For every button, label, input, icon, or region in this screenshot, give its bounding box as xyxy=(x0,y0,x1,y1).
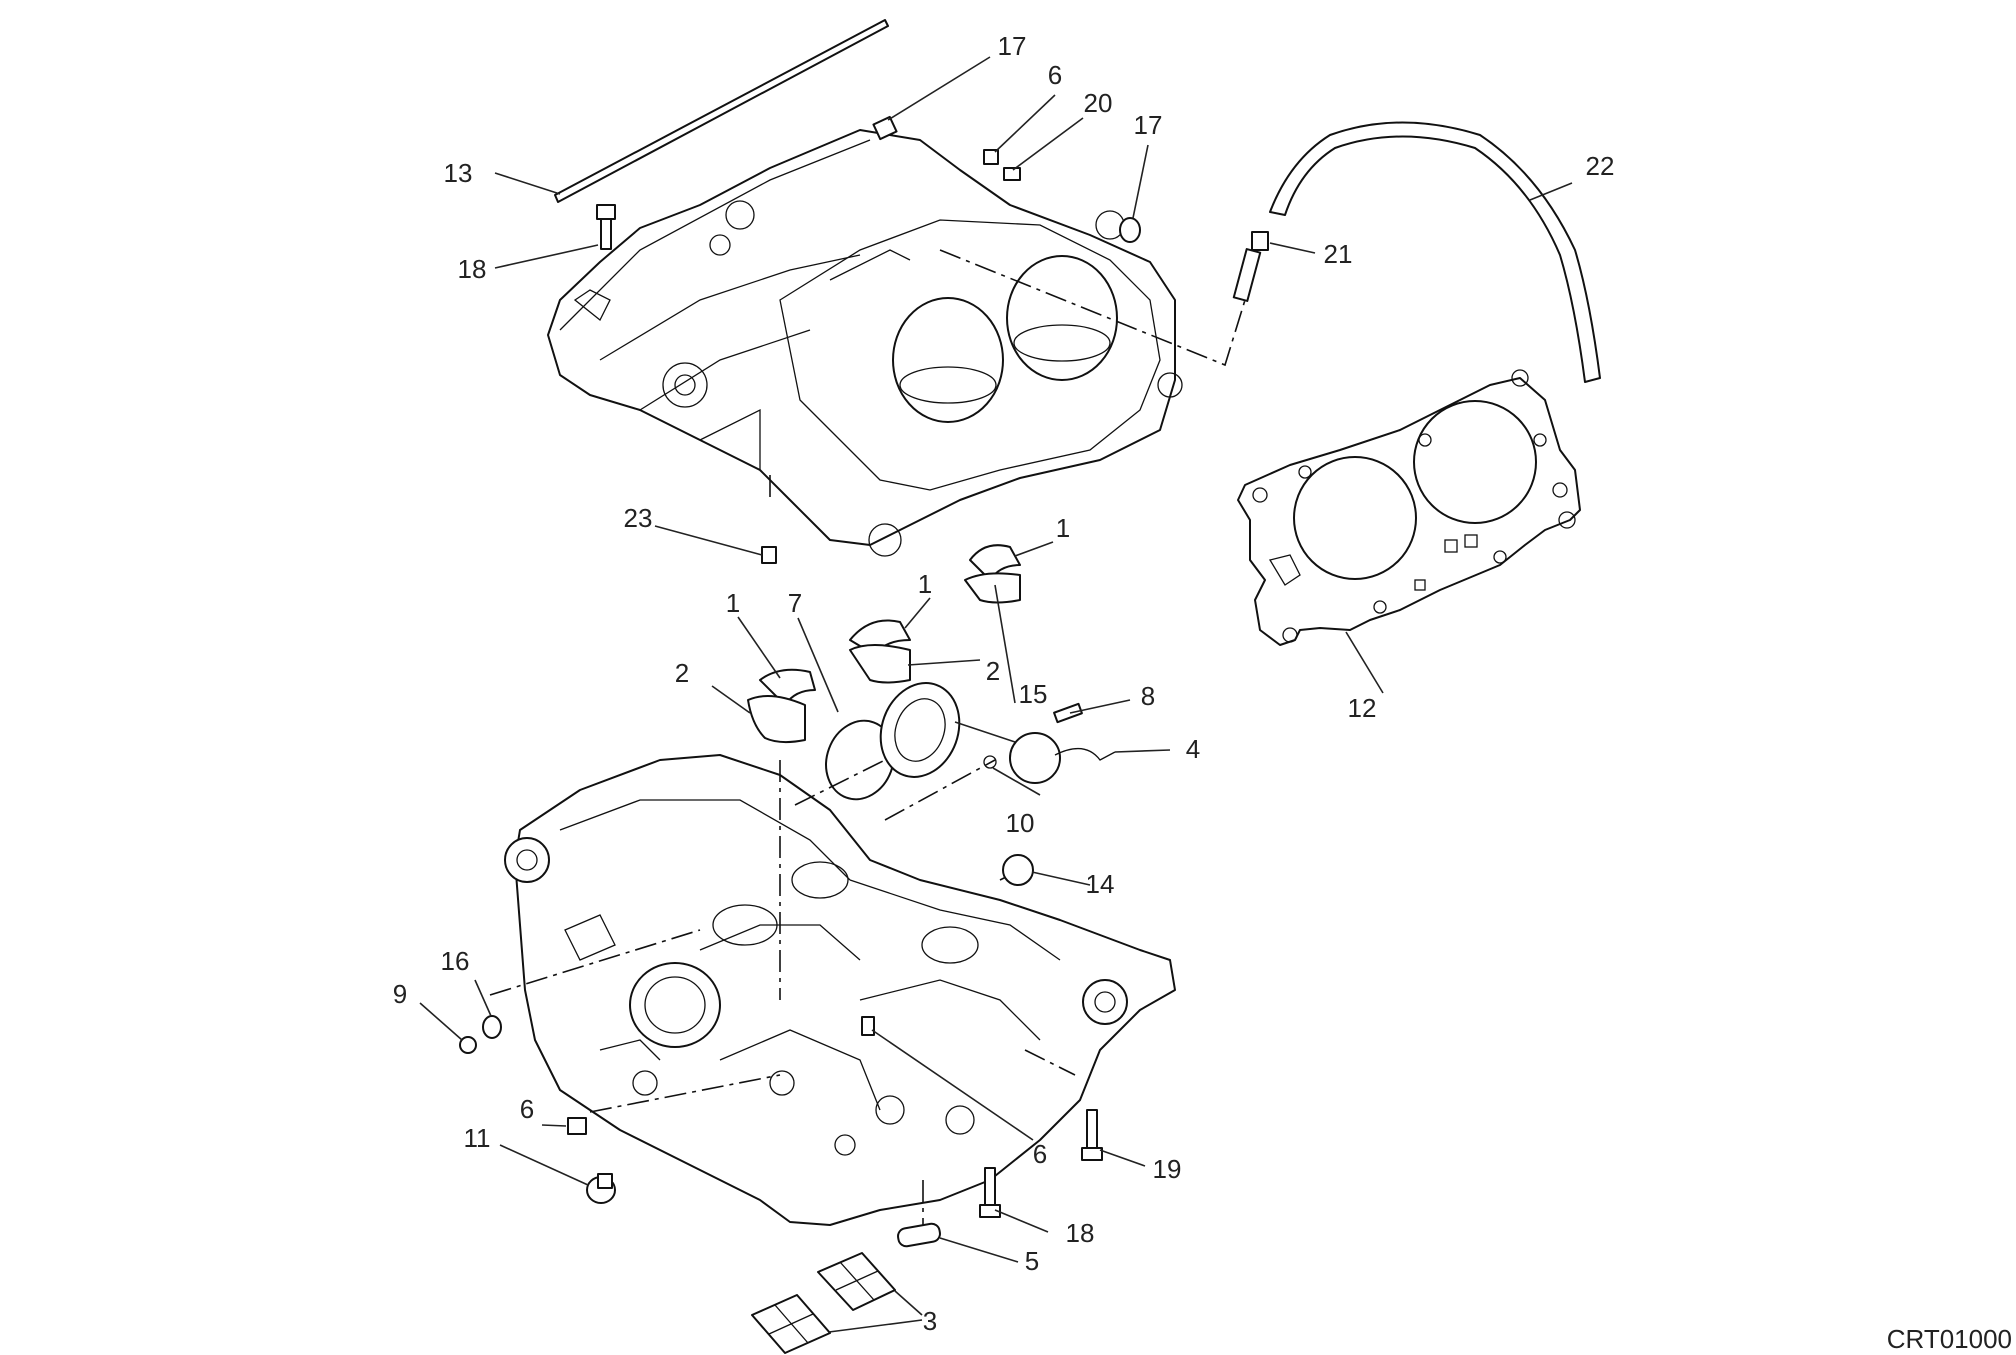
filter-screen-3-upper xyxy=(817,1252,896,1311)
callout-label: 12 xyxy=(1348,693,1377,723)
gasket-5 xyxy=(897,1222,941,1248)
callout-label: 8 xyxy=(1141,681,1155,711)
callout-label: 2 xyxy=(986,656,1000,686)
screw-20 xyxy=(1003,167,1021,181)
leader-lines xyxy=(419,56,1573,1333)
plug-11 xyxy=(586,1173,616,1204)
filter-screen-3-lower xyxy=(751,1294,831,1354)
plug-6-center xyxy=(861,1016,875,1036)
callout-label: 13 xyxy=(444,158,473,188)
plug-6-lower-left xyxy=(567,1117,587,1135)
callout-label: 1 xyxy=(918,569,932,599)
callout-label: 15 xyxy=(1019,679,1048,709)
callout-label: 9 xyxy=(393,979,407,1009)
oil-seal-15 xyxy=(879,682,961,778)
upper-crankcase-half xyxy=(547,129,1183,557)
callout-label: 11 xyxy=(464,1123,491,1153)
callout-label: 18 xyxy=(1066,1218,1095,1248)
breather-hose-22 xyxy=(1269,121,1601,383)
dowel-17-right xyxy=(1119,217,1141,243)
callout-label: 7 xyxy=(788,588,802,618)
screw-9 xyxy=(459,1036,477,1054)
lower-crankcase-half xyxy=(504,754,1176,1226)
cap-14 xyxy=(1002,854,1034,886)
drawing-code: CRT01000 xyxy=(1887,1324,2012,1354)
assembly-center-lines xyxy=(489,249,1246,1235)
callout-label: 17 xyxy=(998,31,1027,61)
callout-label: 22 xyxy=(1586,151,1615,181)
hose-fitting-21 xyxy=(1232,231,1269,302)
bearing-shell-2-mid xyxy=(849,644,911,684)
callout-labels: 13 18 17 6 20 17 22 21 23 1 1 1 7 2 2 15… xyxy=(393,31,1615,1336)
sealing-strip-13 xyxy=(554,19,889,203)
screw-8 xyxy=(1053,702,1083,724)
head-gasket xyxy=(1237,369,1581,646)
callout-label: 1 xyxy=(726,588,740,618)
callout-label: 6 xyxy=(1033,1139,1047,1169)
callout-label: 10 xyxy=(1006,808,1035,838)
small-parts xyxy=(459,19,1601,1354)
callout-label: 5 xyxy=(1025,1246,1039,1276)
callout-label: 6 xyxy=(1048,60,1062,90)
callout-label: 21 xyxy=(1324,239,1353,269)
callout-label: 17 xyxy=(1134,110,1163,140)
callout-label: 16 xyxy=(441,946,470,976)
sensor-4 xyxy=(1009,732,1116,784)
callout-label: 18 xyxy=(458,254,487,284)
bearing-shell-2-left xyxy=(747,695,806,744)
callout-label: 1 xyxy=(1056,513,1070,543)
callout-label: 6 xyxy=(520,1094,534,1124)
callout-label: 4 xyxy=(1186,734,1200,764)
callout-label: 3 xyxy=(923,1306,937,1336)
callout-label: 2 xyxy=(675,658,689,688)
washer-16 xyxy=(482,1015,502,1039)
dowel-17-left xyxy=(872,115,898,141)
circlip-7 xyxy=(825,719,895,801)
callout-label: 19 xyxy=(1153,1154,1182,1184)
o-ring-10 xyxy=(983,755,997,769)
bolt-18-lower xyxy=(979,1167,1001,1218)
bolt-18-upper xyxy=(596,204,616,250)
callout-label: 20 xyxy=(1084,88,1113,118)
dowel-23 xyxy=(761,546,777,564)
bearing-shell-2-right xyxy=(964,572,1021,604)
callout-label: 14 xyxy=(1086,869,1115,899)
callout-label: 23 xyxy=(624,503,653,533)
bolt-19 xyxy=(1081,1109,1103,1161)
plug-6-upper xyxy=(983,149,999,165)
